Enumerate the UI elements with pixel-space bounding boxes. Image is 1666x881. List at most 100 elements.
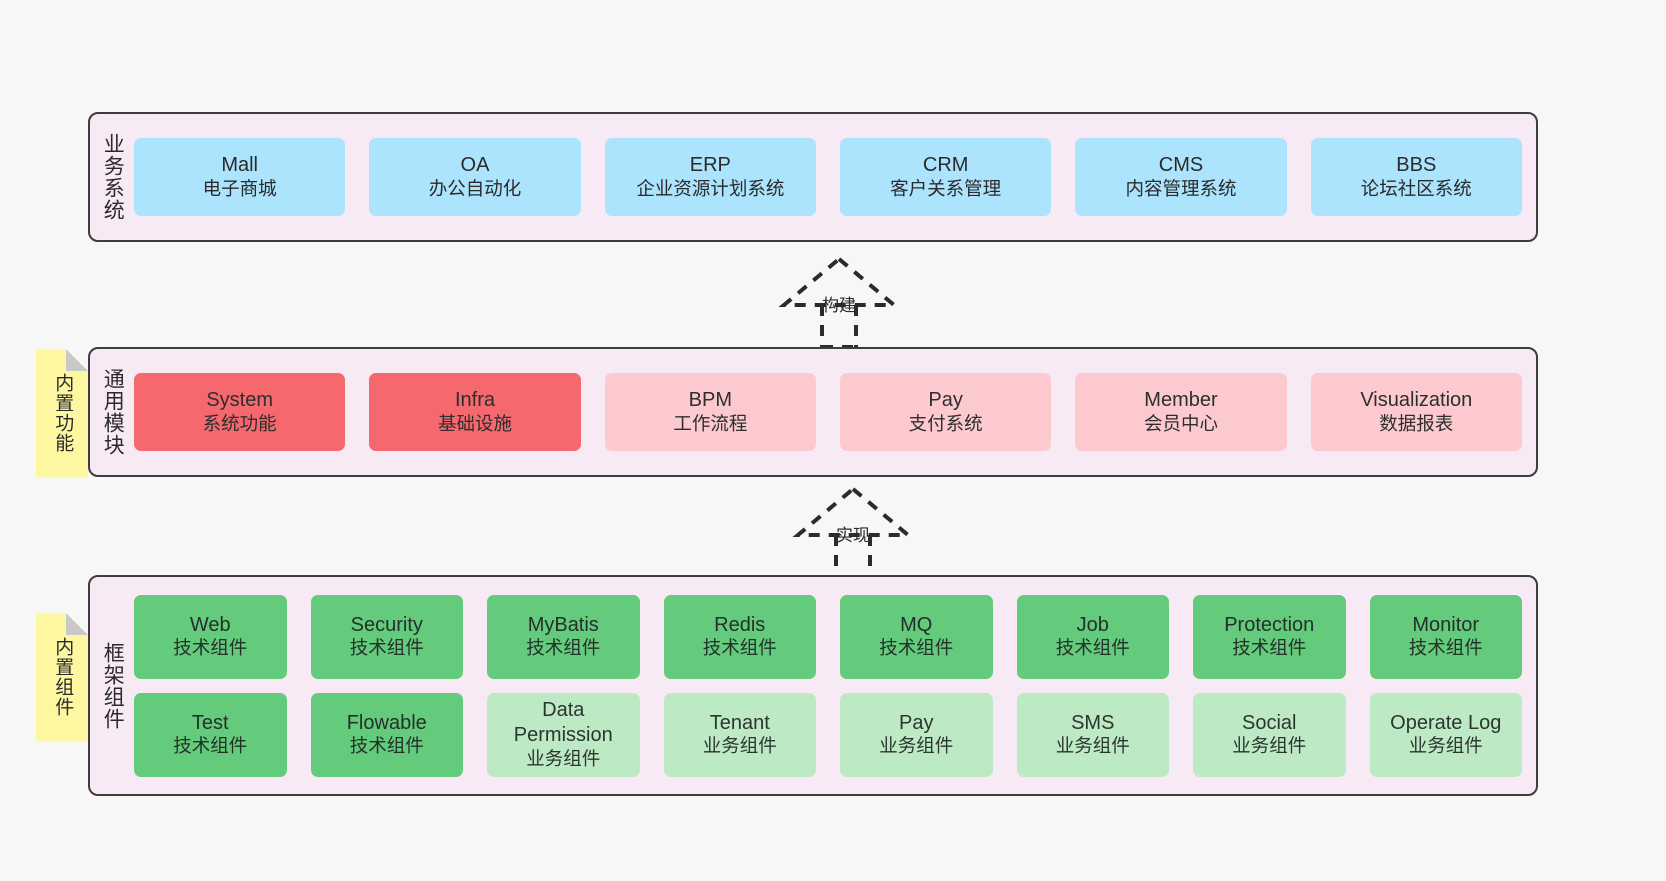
card-subtitle: 基础设施 [437,412,512,434]
card-title: BPM [688,389,732,412]
card-redis[interactable]: Redis 技术组件 [663,594,816,679]
card-protection[interactable]: Protection 技术组件 [1193,594,1346,679]
card-title: Protection [1224,613,1315,636]
card-subtitle: 技术组件 [702,637,777,659]
layer-title-framework-components: 框架组件 [101,641,125,730]
card-pay-component[interactable]: Pay 业务组件 [840,692,993,777]
card-system[interactable]: System 系统功能 [134,373,346,451]
card-title: SMS [1071,711,1115,734]
card-title: Social [1242,711,1297,734]
note-builtin-function: 内置功能 [36,349,88,477]
card-title: Visualization [1360,389,1473,412]
card-title: Mall [221,154,258,177]
card-subtitle: 技术组件 [1055,637,1130,659]
card-subtitle: 会员中心 [1143,412,1218,434]
card-tenant[interactable]: Tenant 业务组件 [663,692,816,777]
layer-row: System 系统功能 Infra 基础设施 BPM 工作流程 Pay 支付系统… [134,373,1522,451]
card-bbs[interactable]: BBS 论坛社区系统 [1310,138,1522,216]
card-infra[interactable]: Infra 基础设施 [369,373,581,451]
card-title: ERP [689,154,731,177]
layer-body-common-modules: System 系统功能 Infra 基础设施 BPM 工作流程 Pay 支付系统… [134,349,1536,475]
card-subtitle: 业务组件 [879,735,954,757]
card-subtitle: 业务组件 [702,735,777,757]
card-title: Tenant [709,711,770,734]
card-subtitle: 业务组件 [1055,735,1130,757]
connector-build-label: 构建 [822,296,856,315]
card-title: Member [1144,389,1218,412]
card-subtitle: 技术组件 [173,637,248,659]
card-job[interactable]: Job 技术组件 [1016,594,1169,679]
connector-implement-label: 实现 [836,526,870,545]
card-subtitle: 数据报表 [1379,412,1454,434]
card-subtitle: 技术组件 [1408,637,1483,659]
card-mall[interactable]: Mall 电子商城 [134,138,346,216]
card-member[interactable]: Member 会员中心 [1075,373,1287,451]
connector-implement: 实现 [758,485,948,579]
card-cms[interactable]: CMS 内容管理系统 [1075,138,1287,216]
card-title: MQ [900,613,933,636]
layer-row: Web 技术组件 Security 技术组件 MyBatis 技术组件 Redi… [134,594,1522,679]
card-title: Pay [899,711,934,734]
card-mq[interactable]: MQ 技术组件 [840,594,993,679]
connector-build: 构建 [744,255,934,349]
card-title: Data Permission [513,699,613,747]
card-monitor[interactable]: Monitor 技术组件 [1369,594,1522,679]
card-web[interactable]: Web 技术组件 [134,594,287,679]
layer-title-common-modules: 通用模块 [101,368,125,456]
card-pay[interactable]: Pay 支付系统 [839,373,1052,451]
layer-row: Mall 电子商城 OA 办公自动化 ERP 企业资源计划系统 CRM 客户关系… [134,138,1522,216]
card-flowable[interactable]: Flowable 技术组件 [310,692,463,777]
card-visualization[interactable]: Visualization 数据报表 [1310,373,1522,451]
card-subtitle: 技术组件 [349,735,424,757]
card-subtitle: 支付系统 [908,412,983,434]
card-title: Redis [714,613,766,636]
card-subtitle: 客户关系管理 [890,177,1002,199]
card-subtitle: 技术组件 [879,637,954,659]
card-subtitle: 技术组件 [349,637,424,659]
card-security[interactable]: Security 技术组件 [310,594,463,679]
card-subtitle: 技术组件 [173,735,248,757]
card-subtitle: 业务组件 [526,747,601,769]
card-test[interactable]: Test 技术组件 [134,692,287,777]
card-operate-log[interactable]: Operate Log 业务组件 [1369,692,1522,777]
card-bpm[interactable]: BPM 工作流程 [604,373,816,451]
note-builtin-component: 内置组件 [36,613,88,741]
card-title: Monitor [1412,613,1480,636]
card-social[interactable]: Social 业务组件 [1193,692,1346,777]
layer-framework-components: 框架组件 Web 技术组件 Security 技术组件 MyBatis 技术组件… [88,575,1538,796]
card-subtitle: 企业资源计划系统 [636,177,785,199]
card-subtitle: 业务组件 [1408,735,1483,757]
layer-body-business-systems: Mall 电子商城 OA 办公自动化 ERP 企业资源计划系统 CRM 客户关系… [134,114,1536,240]
card-title: Job [1076,613,1109,636]
card-erp[interactable]: ERP 企业资源计划系统 [604,138,816,216]
card-oa[interactable]: OA 办公自动化 [369,138,581,216]
card-subtitle: 内容管理系统 [1125,177,1237,199]
card-title: Test [191,711,229,734]
card-sms[interactable]: SMS 业务组件 [1016,692,1169,777]
layer-title-business-systems: 业务系统 [101,133,125,221]
card-title: CMS [1158,154,1204,177]
card-title: MyBatis [527,613,599,636]
layer-row: Test 技术组件 Flowable 技术组件 Data Permission … [134,692,1522,777]
card-title: Pay [928,389,963,412]
layer-body-framework-components: Web 技术组件 Security 技术组件 MyBatis 技术组件 Redi… [134,577,1536,794]
card-title: OA [460,154,490,177]
card-title: Operate Log [1390,711,1502,734]
card-data-permission[interactable]: Data Permission 业务组件 [487,692,640,777]
card-subtitle: 业务组件 [1232,735,1307,757]
card-subtitle: 系统功能 [202,412,277,434]
card-subtitle: 技术组件 [526,637,601,659]
card-subtitle: 工作流程 [673,412,748,434]
card-title: BBS [1396,154,1437,177]
layer-business-systems: 业务系统 Mall 电子商城 OA 办公自动化 ERP 企业资源计划系统 CRM… [88,112,1538,242]
card-subtitle: 论坛社区系统 [1360,177,1472,199]
card-title: Flowable [346,711,427,734]
card-title: Web [189,613,231,636]
card-subtitle: 技术组件 [1232,637,1307,659]
card-crm[interactable]: CRM 客户关系管理 [839,138,1052,216]
card-title: Security [350,613,423,636]
card-subtitle: 电子商城 [202,177,277,199]
card-title: Infra [454,389,495,412]
card-mybatis[interactable]: MyBatis 技术组件 [487,594,640,679]
